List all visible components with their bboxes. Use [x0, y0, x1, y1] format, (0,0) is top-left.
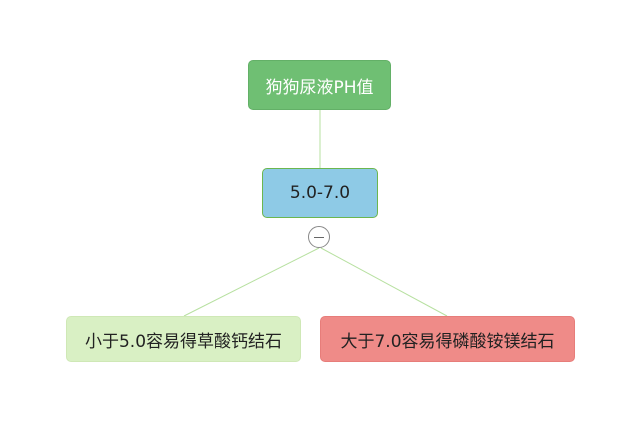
leaf-node-high-ph[interactable]: 大于7.0容易得磷酸铵镁结石 — [320, 316, 575, 362]
leaf-node-low-ph[interactable]: 小于5.0容易得草酸钙结石 — [66, 316, 301, 362]
middle-to-right-connector — [320, 247, 448, 317]
leaf-node-low-ph-label: 小于5.0容易得草酸钙结石 — [84, 331, 283, 352]
root-node-label: 狗狗尿液PH值 — [265, 77, 374, 98]
root-node[interactable]: 狗狗尿液PH值 — [248, 60, 391, 110]
middle-to-left-connector — [183, 247, 320, 317]
middle-node[interactable]: 5.0-7.0 — [262, 168, 378, 218]
middle-node-label: 5.0-7.0 — [289, 183, 351, 203]
minus-circle-icon[interactable] — [308, 226, 330, 248]
leaf-node-high-ph-label: 大于7.0容易得磷酸铵镁结石 — [340, 331, 555, 352]
